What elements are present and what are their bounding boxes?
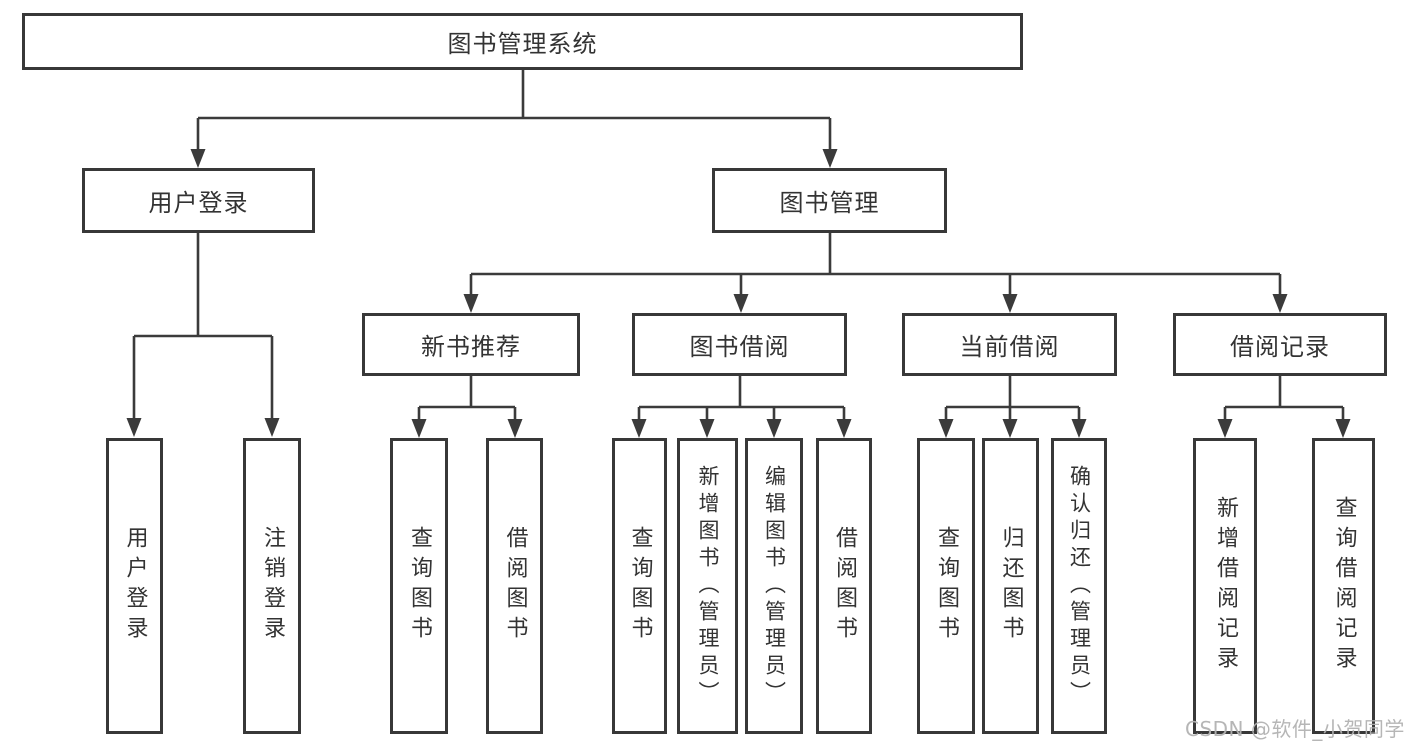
node-library-management-system: 图书管理系统	[22, 13, 1023, 70]
leaf-add-books-admin: 新增图书（管理员）	[677, 438, 738, 734]
node-book-borrowing: 图书借阅	[632, 313, 847, 376]
node-user-login: 用户登录	[82, 168, 315, 233]
node-label: 编辑图书（管理员）	[762, 464, 787, 708]
node-book-management: 图书管理	[712, 168, 947, 233]
node-label: 确认归还（管理员）	[1067, 464, 1092, 708]
node-label: 用户登录	[148, 189, 249, 217]
leaf-edit-books-admin: 编辑图书（管理员）	[745, 438, 803, 734]
leaf-query-books-borrow: 查询图书	[612, 438, 667, 734]
node-label: 归还图书	[998, 526, 1024, 646]
leaf-borrow-books: 借阅图书	[816, 438, 872, 734]
leaf-logout: 注销登录	[243, 438, 301, 734]
node-new-book-recommendation: 新书推荐	[362, 313, 580, 376]
leaf-confirm-return-admin: 确认归还（管理员）	[1051, 438, 1107, 734]
node-label: 图书管理系统	[447, 30, 598, 58]
node-label: 用户登录	[122, 526, 148, 646]
node-label: 借阅记录	[1230, 333, 1330, 361]
node-label: 新增借阅记录	[1213, 496, 1238, 676]
node-label: 新书推荐	[421, 333, 521, 361]
node-label: 查询图书	[934, 526, 959, 646]
node-borrowing-records: 借阅记录	[1173, 313, 1387, 376]
leaf-query-borrow-record: 查询借阅记录	[1312, 438, 1375, 734]
node-label: 图书管理	[779, 189, 880, 217]
node-label: 查询借阅记录	[1331, 496, 1357, 676]
node-current-borrowing: 当前借阅	[902, 313, 1117, 376]
leaf-query-books-current: 查询图书	[917, 438, 975, 734]
node-label: 查询图书	[627, 526, 653, 646]
node-label: 查询图书	[407, 526, 432, 646]
leaf-borrow-books-recommend: 借阅图书	[486, 438, 543, 734]
leaf-add-borrow-record: 新增借阅记录	[1193, 438, 1257, 734]
node-label: 借阅图书	[502, 526, 528, 646]
node-label: 注销登录	[260, 526, 285, 646]
csdn-watermark: CSDN @软件_小贺同学	[1185, 717, 1405, 741]
leaf-user-login: 用户登录	[106, 438, 163, 734]
leaf-query-books-recommend: 查询图书	[390, 438, 448, 734]
node-label: 借阅图书	[832, 526, 857, 646]
leaf-return-books: 归还图书	[982, 438, 1039, 734]
node-label: 当前借阅	[959, 333, 1060, 361]
node-label: 图书借阅	[689, 333, 790, 361]
node-label: 新增图书（管理员）	[696, 464, 720, 708]
